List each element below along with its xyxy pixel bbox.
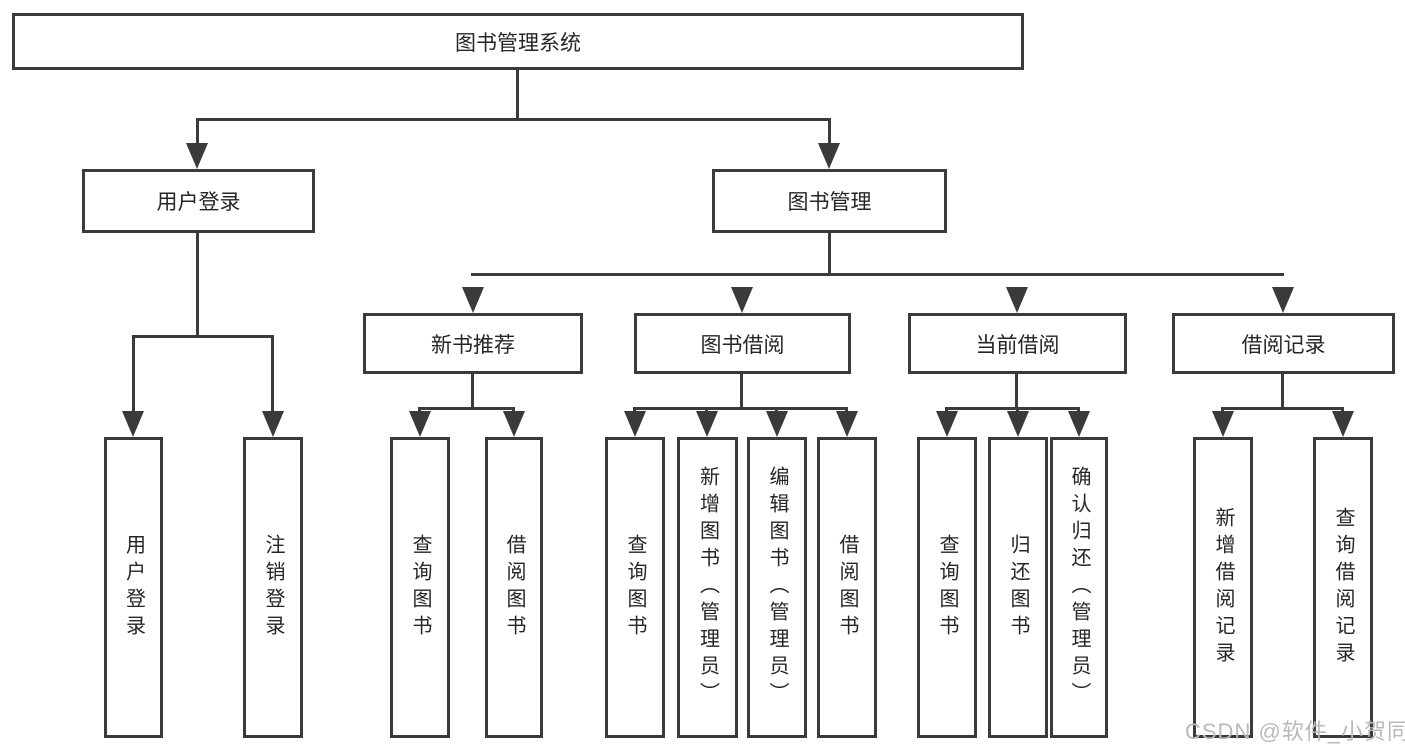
leaf-add-borrow-record: 新增借阅记录 — [1193, 437, 1253, 738]
leaf-borrow-books-recommend-label: 借阅图书 — [503, 533, 525, 642]
node-library-system: 图书管理系统 — [12, 13, 1024, 70]
leaf-add-borrow-record-label: 新增借阅记录 — [1212, 506, 1234, 669]
leaf-user-login: 用户登录 — [104, 437, 163, 738]
node-book-borrowing-label: 图书借阅 — [700, 333, 785, 357]
watermark-text: CSDN @软件_小贺同学 — [1185, 719, 1405, 744]
connector-stem — [271, 335, 274, 415]
node-current-borrowing-label: 当前借阅 — [975, 333, 1060, 357]
leaf-query-books-current-label: 查询图书 — [936, 533, 958, 642]
leaf-query-borrow-record: 查询借阅记录 — [1313, 437, 1373, 738]
arrowhead-down-icon — [836, 411, 858, 437]
leaf-confirm-return-admin-label: 确认归还（管理员） — [1068, 466, 1090, 709]
arrowhead-down-icon — [696, 411, 718, 437]
leaf-add-books-admin: 新增图书（管理员） — [677, 437, 738, 738]
arrowhead-down-icon — [503, 411, 525, 437]
connector-stem — [828, 118, 831, 146]
arrowhead-down-icon — [766, 411, 788, 437]
leaf-query-books-borrowing: 查询图书 — [605, 437, 665, 738]
arrowhead-down-icon — [122, 411, 144, 437]
connector-branch — [418, 407, 515, 410]
arrowhead-down-icon — [462, 287, 484, 313]
connector-stem — [1281, 374, 1284, 407]
node-borrowing-records-label: 借阅记录 — [1241, 333, 1326, 357]
connector-branch — [945, 407, 1080, 410]
connector-branch — [1221, 407, 1344, 410]
connector-branch — [633, 407, 848, 410]
leaf-query-books-recommend-label: 查询图书 — [409, 533, 431, 642]
arrowhead-down-icon — [731, 287, 753, 313]
leaf-query-books-current: 查询图书 — [917, 437, 977, 738]
node-new-book-recommendation-label: 新书推荐 — [431, 333, 515, 357]
arrowhead-down-icon — [1332, 411, 1354, 437]
leaf-return-books-label: 归还图书 — [1007, 533, 1029, 642]
connector-branch — [132, 335, 274, 338]
node-book-borrowing: 图书借阅 — [634, 313, 851, 374]
node-new-book-recommendation: 新书推荐 — [363, 313, 583, 374]
leaf-user-login-label: 用户登录 — [122, 533, 145, 642]
arrowhead-down-icon — [1007, 411, 1029, 437]
node-borrowing-records: 借阅记录 — [1172, 313, 1395, 374]
leaf-add-books-admin-label: 新增图书（管理员） — [696, 466, 719, 709]
node-library-system-label: 图书管理系统 — [455, 31, 581, 55]
connector-stem — [196, 233, 199, 335]
connector-branch — [471, 273, 1284, 276]
connector-stem — [196, 118, 199, 146]
node-book-management: 图书管理 — [712, 169, 947, 233]
connector-root-stem — [516, 70, 519, 118]
leaf-query-borrow-record-label: 查询借阅记录 — [1332, 506, 1354, 669]
connector-branch — [196, 118, 831, 121]
leaf-query-books-recommend: 查询图书 — [390, 437, 450, 738]
arrowhead-down-icon — [936, 411, 958, 437]
connector-stem — [828, 233, 831, 273]
leaf-logout-label: 注销登录 — [262, 533, 284, 642]
arrowhead-down-icon — [262, 411, 284, 437]
leaf-borrow-books-recommend: 借阅图书 — [485, 437, 543, 738]
connector-stem — [132, 335, 135, 415]
connector-stem — [1015, 374, 1018, 407]
arrowhead-down-icon — [186, 143, 208, 169]
arrowhead-down-icon — [624, 411, 646, 437]
connector-stem — [471, 374, 474, 407]
arrowhead-down-icon — [1212, 411, 1234, 437]
leaf-edit-books-admin-label: 编辑图书（管理员） — [766, 466, 788, 709]
leaf-confirm-return-admin: 确认归还（管理员） — [1050, 437, 1108, 738]
arrowhead-down-icon — [818, 143, 840, 169]
leaf-edit-books-admin: 编辑图书（管理员） — [747, 437, 807, 738]
leaf-query-books-borrowing-label: 查询图书 — [624, 533, 646, 642]
node-book-management-label: 图书管理 — [787, 191, 872, 214]
node-user-login-label: 用户登录 — [156, 191, 241, 214]
node-user-login: 用户登录 — [82, 169, 315, 233]
connector-stem — [740, 374, 743, 407]
arrowhead-down-icon — [409, 411, 431, 437]
arrowhead-down-icon — [1006, 287, 1028, 313]
arrowhead-down-icon — [1068, 411, 1090, 437]
leaf-return-books: 归还图书 — [988, 437, 1048, 738]
arrowhead-down-icon — [1272, 287, 1294, 313]
leaf-borrow-books-borrowing-label: 借阅图书 — [836, 533, 858, 642]
leaf-borrow-books-borrowing: 借阅图书 — [817, 437, 877, 738]
node-current-borrowing: 当前借阅 — [908, 313, 1127, 374]
leaf-logout: 注销登录 — [243, 437, 303, 738]
